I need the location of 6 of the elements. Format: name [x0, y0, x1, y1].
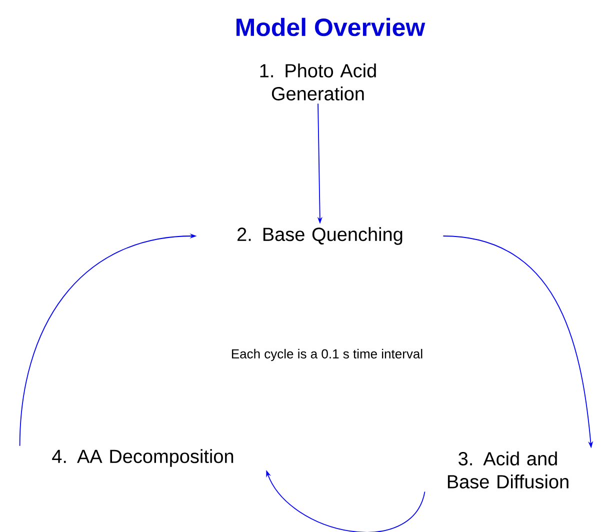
step-label: 2. Base Quenching [238, 227, 402, 245]
note: Each cycle is a 0.1 s time interval [232, 348, 422, 362]
step-label: 4. AA Decomposition [52, 449, 234, 467]
step-label: 1. Photo Acid Generation [260, 64, 376, 100]
title: Model Overview [236, 18, 426, 36]
step-label: 3. Acid and Base Diffusion [448, 452, 568, 488]
